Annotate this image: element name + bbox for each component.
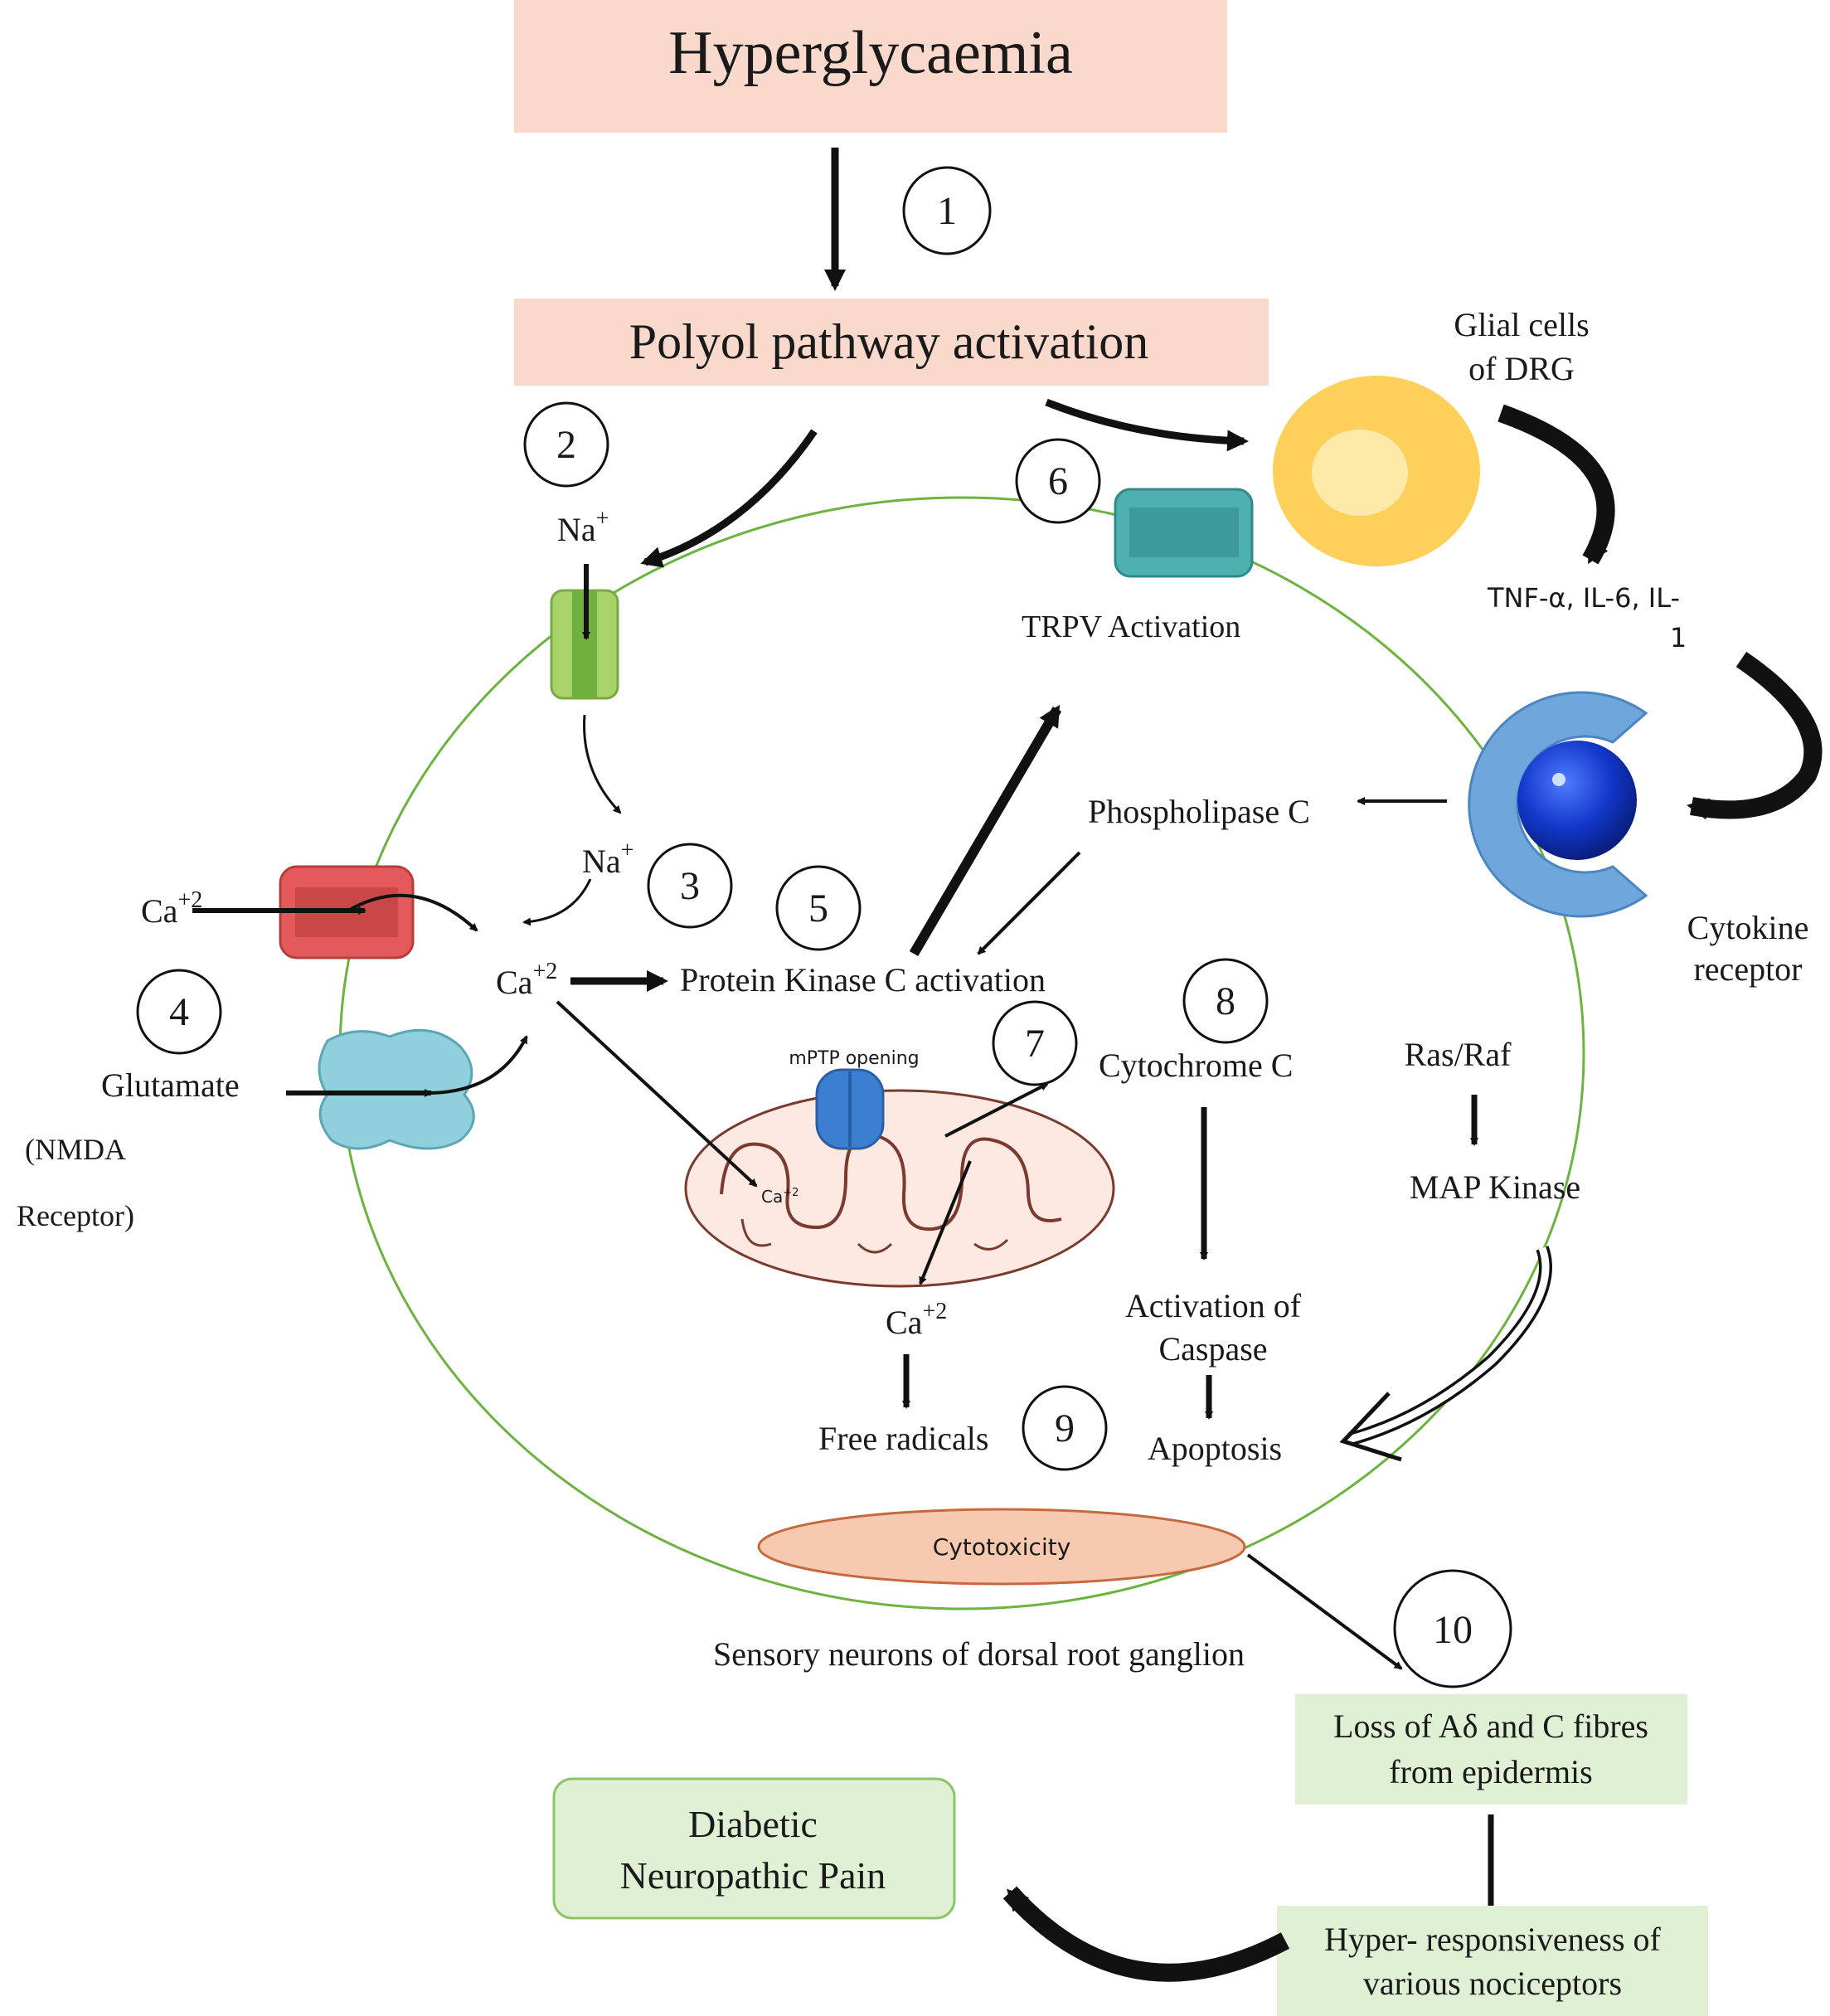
drg-label: Sensory neurons of dorsal root ganglion [713, 1635, 1245, 1673]
diabetic-pain-box: Diabetic Neuropathic Pain [552, 1777, 956, 1920]
arrow-ca-channel-to-ca [347, 893, 478, 932]
arrow-nmda-to-ca [422, 1035, 528, 1095]
hyper-label-line1: Hyper- responsiveness of [1324, 1921, 1661, 1958]
arrow-na-to-ca [522, 878, 592, 926]
trpv-channel-icon [1114, 488, 1254, 578]
mptp-label: mPTP opening [789, 1048, 919, 1069]
arrow-cytotoxicity-to-loss [1246, 1553, 1403, 1670]
glial-label-line2: of DRG [1468, 350, 1575, 387]
na-label-top: Na+ [557, 506, 609, 548]
step-1: 1 [902, 166, 992, 255]
cytokines-label-line2: 1 [1670, 622, 1687, 653]
arrow-hyper-to-pain [1002, 1886, 1290, 1982]
svg-text:5: 5 [808, 887, 828, 930]
hyperglycaemia-label: Hyperglycaemia [668, 19, 1073, 87]
svg-text:8: 8 [1216, 979, 1235, 1023]
hyper-label-line2: various nociceptors [1363, 1965, 1622, 2002]
pain-label-line2: Neuropathic Pain [620, 1854, 886, 1897]
loss-label-line1: Loss of Aδ and C fibres [1333, 1708, 1648, 1745]
mitochondrion-icon [684, 1068, 1115, 1288]
ca-mito-label: Ca+2 [761, 1187, 799, 1207]
trpv-label: TRPV Activation [1022, 610, 1240, 644]
arrow-ca-to-mito [556, 1000, 758, 1188]
nmda-receptor-icon [318, 1028, 475, 1150]
arrow-pkc-to-trpv [909, 704, 1062, 957]
ca-label-center: Ca+2 [496, 959, 557, 1001]
hyper-responsiveness-box: Hyper- responsiveness of various nocicep… [1277, 1906, 1708, 2016]
free-radicals-label: Free radicals [818, 1420, 988, 1457]
arrow-na-into-cell [583, 714, 622, 814]
hyperglycaemia-box: Hyperglycaemia [514, 0, 1227, 133]
arrow-mito-to-step7 [944, 1082, 1049, 1138]
plc-label: Phospholipase C [1088, 793, 1310, 830]
arrow-cytokines-to-receptor [1687, 651, 1823, 820]
nmda-label-line1: (NMDA [25, 1133, 126, 1166]
rasraf-label: Ras/Raf [1405, 1036, 1512, 1073]
arrow-mito-to-ca-release [919, 1160, 972, 1285]
step-6: 6 [1015, 438, 1101, 524]
caspase-label-line2: Caspase [1158, 1330, 1267, 1367]
svg-text:4: 4 [169, 990, 189, 1034]
svg-text:1: 1 [937, 189, 957, 233]
cytotoxicity-ellipse: Cytotoxicity [757, 1508, 1246, 1586]
cytochrome-label: Cytochrome C [1099, 1047, 1293, 1084]
mapk-label: MAP Kinase [1410, 1168, 1580, 1206]
svg-text:9: 9 [1055, 1406, 1075, 1450]
glial-cell-icon [1273, 376, 1480, 566]
step-4: 4 [136, 969, 222, 1055]
cytokine-receptor-icon [1468, 691, 1648, 918]
step-10: 10 [1393, 1569, 1512, 1688]
polyol-box: Polyol pathway activation [514, 299, 1269, 386]
svg-text:3: 3 [680, 864, 700, 908]
arrow-plc-to-pkc [977, 851, 1081, 955]
step-5: 5 [775, 865, 862, 951]
pkc-label: Protein Kinase C activation [680, 961, 1046, 998]
arrow-glial-to-cytokines [1497, 404, 1615, 565]
step-3: 3 [647, 843, 733, 929]
ca-release-label: Ca+2 [886, 1299, 947, 1341]
polyol-label: Polyol pathway activation [629, 314, 1149, 369]
svg-text:10: 10 [1433, 1608, 1473, 1652]
caspase-label-line1: Activation of [1125, 1287, 1302, 1324]
loss-label-line2: from epidermis [1389, 1753, 1593, 1790]
step-7: 7 [992, 1000, 1078, 1086]
loss-fibres-box: Loss of Aδ and C fibres from epidermis [1295, 1694, 1687, 1805]
step-markers: 1 2 3 4 5 6 7 8 9 10 [136, 166, 1512, 1688]
svg-text:6: 6 [1048, 459, 1068, 503]
cytokines-label-line1: TNF-α, IL-6, IL- [1487, 582, 1680, 614]
nmda-label-line2: Receptor) [17, 1199, 134, 1232]
open-arrowhead-apoptosis [1339, 1392, 1402, 1462]
step-2: 2 [523, 401, 609, 488]
na-label-mid: Na+ [582, 838, 633, 880]
arrow-polyol-to-na [640, 429, 818, 568]
apoptosis-label: Apoptosis [1148, 1430, 1282, 1467]
svg-text:7: 7 [1025, 1022, 1045, 1066]
svg-text:2: 2 [556, 423, 576, 467]
pain-label-line1: Diabetic [688, 1803, 818, 1845]
step-9: 9 [1022, 1385, 1108, 1471]
step-8: 8 [1182, 958, 1269, 1044]
receptor-label-line2: receptor [1693, 950, 1802, 988]
glutamate-label: Glutamate [101, 1066, 240, 1104]
arrow-polyol-to-glial [1045, 398, 1249, 452]
receptor-label-line1: Cytokine [1687, 909, 1809, 946]
glial-label-line1: Glial cells [1454, 306, 1589, 343]
cytotoxicity-label: Cytotoxicity [933, 1533, 1071, 1561]
arrow-mapk-to-apoptosis [1349, 1246, 1552, 1445]
